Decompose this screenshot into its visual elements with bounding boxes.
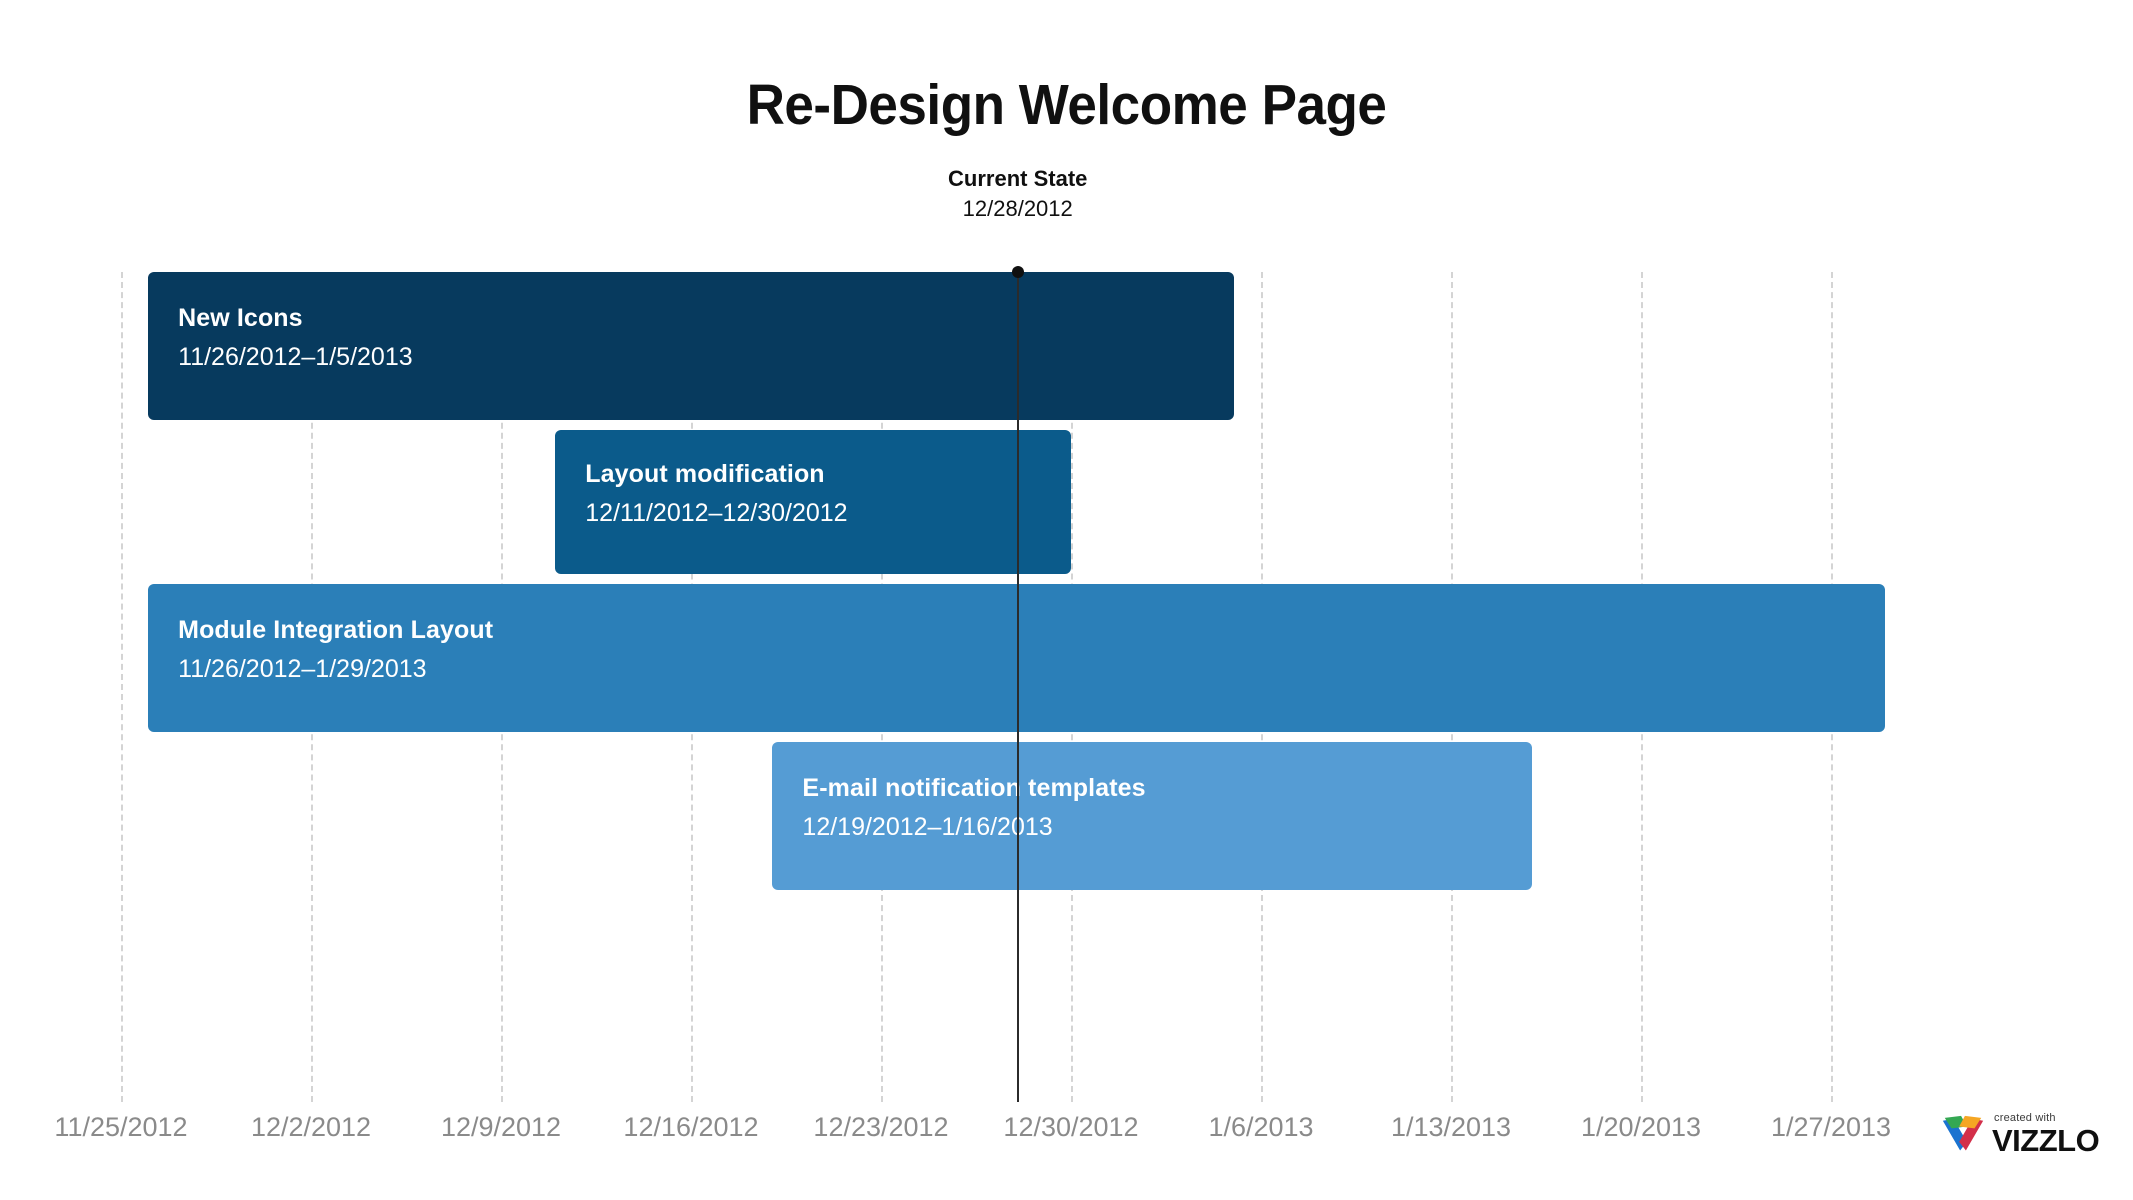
- vizzlo-wordmark: VIZZLO: [1992, 1123, 2100, 1158]
- current-state-label: Current State: [948, 166, 1088, 191]
- page-title: Re-Design Welcome Page: [746, 73, 1387, 137]
- task-bar-dates: 11/26/2012–1/5/2013: [178, 343, 413, 371]
- axis-tick-label: 12/16/2012: [623, 1112, 759, 1142]
- vizzlo-branding[interactable]: created with VIZZLO: [1938, 1112, 2118, 1172]
- axis-tick-label: 11/25/2012: [54, 1112, 188, 1142]
- axis-tick-label: 12/9/2012: [440, 1112, 562, 1142]
- task-bar[interactable]: Layout modification 12/11/2012–12/30/2012: [555, 430, 1071, 574]
- task-bar[interactable]: New Icons 11/26/2012–1/5/2013: [148, 272, 1234, 420]
- x-axis-labels: 11/25/2012 12/2/2012 12/9/2012 12/16/2012 12…: [54, 1112, 1913, 1152]
- task-bar-label: Layout modification: [585, 460, 825, 488]
- axis-tick-label: 12/23/2012: [813, 1112, 949, 1142]
- axis-tick-label: 1/13/2013: [1390, 1112, 1512, 1142]
- axis-tick-label: 1/20/2013: [1580, 1112, 1702, 1142]
- task-bar-label: New Icons: [178, 304, 303, 332]
- task-bar-dates: 12/11/2012–12/30/2012: [585, 499, 848, 527]
- current-state-dot-icon: [1011, 266, 1024, 278]
- created-with-label: created with: [1994, 1112, 2056, 1124]
- task-bar[interactable]: E-mail notification templates 12/19/2012–…: [772, 742, 1533, 890]
- axis-tick-label: 1/6/2013: [1208, 1112, 1314, 1142]
- gridline: [121, 272, 123, 1102]
- axis-tick-label: 12/30/2012: [1003, 1112, 1139, 1142]
- axis-tick-label: 12/2/2012: [250, 1112, 372, 1142]
- task-bar-dates: 12/19/2012–1/16/2013: [802, 813, 1053, 841]
- task-bar-label: E-mail notification templates: [802, 774, 1146, 802]
- vizzlo-logo-icon: [1942, 1115, 1984, 1151]
- axis-tick-label: 1/27/2013: [1770, 1112, 1892, 1142]
- task-bar-dates: 11/26/2012–1/29/2013: [178, 655, 427, 683]
- current-state-date: 12/28/2012: [962, 196, 1073, 221]
- task-bar-label: Module Integration Layout: [178, 616, 494, 644]
- current-state-line: [1016, 272, 1019, 1102]
